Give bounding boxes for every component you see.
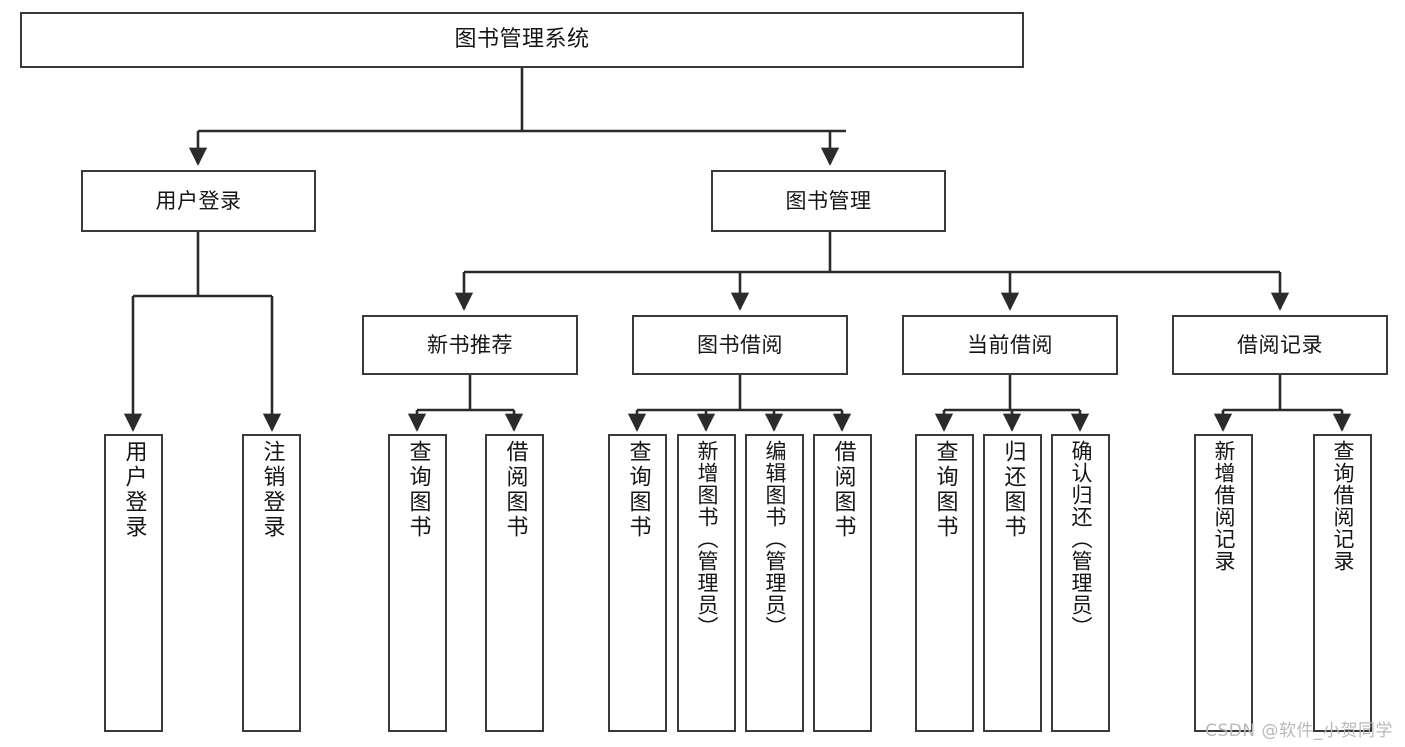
node-new-book-recommend[interactable]: 新书推荐 (362, 315, 578, 375)
node-label: 编辑图书（管理员） (763, 440, 787, 638)
node-book-borrow[interactable]: 图书借阅 (632, 315, 848, 375)
leaf-query-borrow-record[interactable]: 查询借阅记录 (1313, 434, 1372, 732)
node-borrow-record[interactable]: 借阅记录 (1172, 315, 1388, 375)
node-label: 借阅图书 (830, 440, 856, 540)
node-book-manage[interactable]: 图书管理 (711, 170, 946, 232)
leaf-user-login[interactable]: 用户登录 (104, 434, 163, 732)
node-label: 当前借阅 (967, 332, 1053, 357)
leaf-confirm-return[interactable]: 确认归还（管理员） (1051, 434, 1110, 732)
node-current-borrow[interactable]: 当前借阅 (902, 315, 1118, 375)
leaf-add-borrow-record[interactable]: 新增借阅记录 (1194, 434, 1253, 732)
node-root-system[interactable]: 图书管理系统 (20, 12, 1024, 68)
leaf-query-book-borrow[interactable]: 查询图书 (608, 434, 667, 732)
leaf-add-book[interactable]: 新增图书（管理员） (677, 434, 736, 732)
node-label: 新书推荐 (427, 332, 513, 357)
node-label: 用户登录 (155, 188, 242, 213)
node-label: 查询图书 (932, 440, 958, 540)
node-label: 查询图书 (405, 440, 431, 540)
leaf-return-book[interactable]: 归还图书 (983, 434, 1042, 732)
leaf-edit-book[interactable]: 编辑图书（管理员） (745, 434, 804, 732)
node-label: 借阅记录 (1237, 332, 1323, 357)
leaf-query-book-recommend[interactable]: 查询图书 (388, 434, 447, 732)
node-label: 图书管理系统 (454, 27, 590, 53)
watermark: CSDN @软件_小贺同学 (1205, 721, 1393, 741)
node-label: 图书借阅 (697, 332, 783, 357)
leaf-borrow-book[interactable]: 借阅图书 (813, 434, 872, 732)
node-label: 注销登录 (259, 440, 285, 540)
node-label: 归还图书 (1000, 440, 1026, 540)
node-label: 用户登录 (121, 440, 147, 540)
leaf-query-book-current[interactable]: 查询图书 (915, 434, 974, 732)
node-label: 查询借阅记录 (1331, 440, 1355, 572)
node-label: 查询图书 (625, 440, 651, 540)
leaf-borrow-book-recommend[interactable]: 借阅图书 (485, 434, 544, 732)
node-label: 确认归还（管理员） (1069, 440, 1093, 638)
node-label: 借阅图书 (502, 440, 528, 540)
node-label: 图书管理 (785, 188, 872, 213)
node-label: 新增图书（管理员） (695, 440, 719, 638)
node-label: 新增借阅记录 (1212, 440, 1236, 572)
leaf-logout-login[interactable]: 注销登录 (242, 434, 301, 732)
node-user-login[interactable]: 用户登录 (81, 170, 316, 232)
